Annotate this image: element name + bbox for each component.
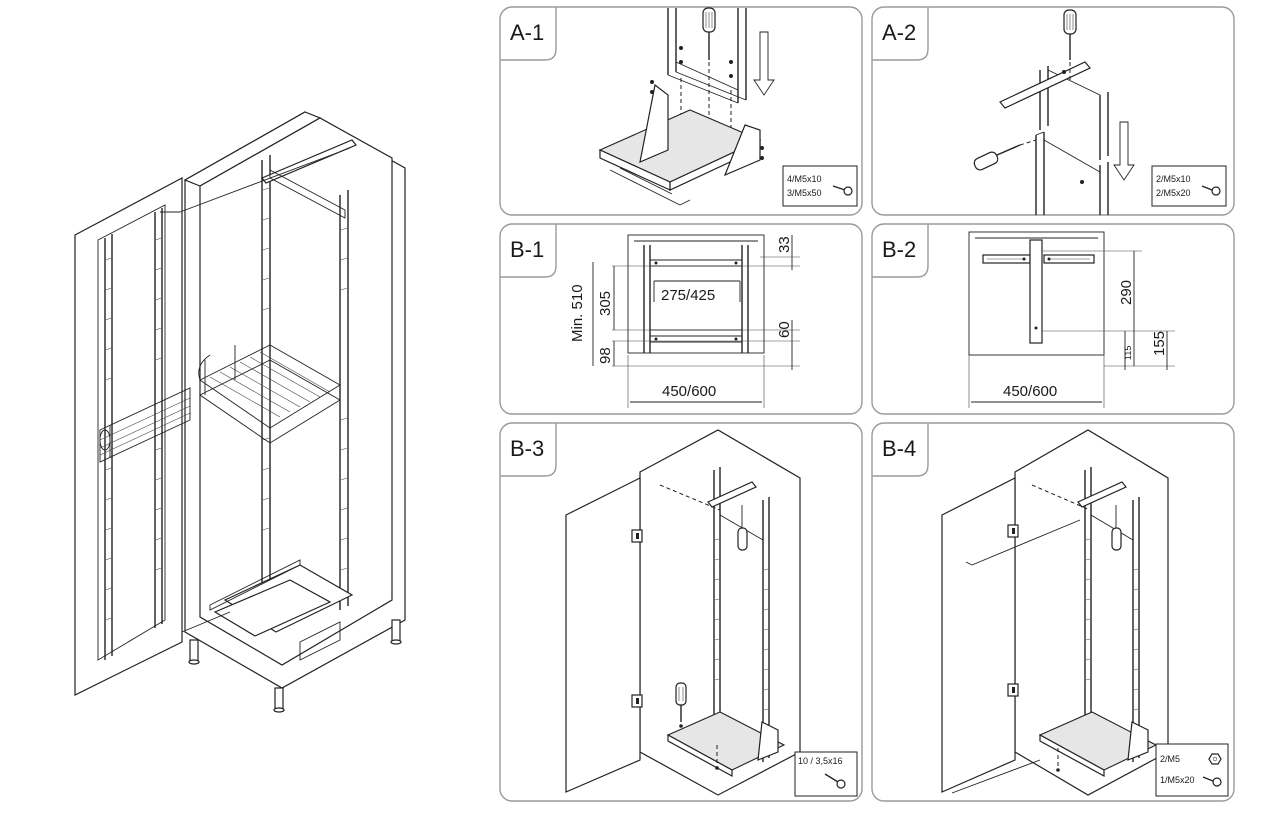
door-basket xyxy=(99,385,191,463)
panel-a2: A-2 xyxy=(871,6,1235,216)
b1-dim-275-425: 275/425 xyxy=(661,287,715,304)
door-rail-holes xyxy=(105,237,162,621)
b2-dim-290: 290 xyxy=(1118,280,1135,305)
b1-dim-305: 305 xyxy=(597,291,614,316)
frame-holes xyxy=(262,187,348,571)
b4-frame-holes xyxy=(1085,538,1139,711)
b4-hardware-box: 2/M5 1/M5x20 xyxy=(1155,743,1229,797)
panel-a1: A-1 xyxy=(499,6,863,216)
panel-a1-label: A-1 xyxy=(510,20,544,45)
screw-icon xyxy=(1201,185,1221,196)
b4-hardware-line-1: 2/M5 xyxy=(1160,754,1180,764)
a1-hardware-line-2: 3/M5x50 xyxy=(787,188,822,198)
panel-b4-label: B-4 xyxy=(882,436,916,461)
b4-hardware-line-2: 1/M5x20 xyxy=(1160,775,1195,785)
screwdriver-icon xyxy=(973,144,1021,171)
panel-b1-label: B-1 xyxy=(510,237,544,262)
screw-icon xyxy=(832,185,853,196)
screwdriver-icon xyxy=(1063,9,1077,60)
panel-b2-label: B-2 xyxy=(882,237,916,262)
screwdriver-icon xyxy=(737,505,748,551)
b1-dim-min-510: Min. 510 xyxy=(569,284,586,342)
a2-hardware-line-1: 2/M5x10 xyxy=(1156,174,1191,184)
b3-frame-holes xyxy=(714,538,769,711)
a2-hardware-line-2: 2/M5x20 xyxy=(1156,188,1191,198)
panel-b4: B-4 xyxy=(871,422,1235,802)
nut-icon xyxy=(1208,753,1222,765)
panel-b2: B-2 290 155 115 450/600 xyxy=(871,223,1235,415)
b3-hardware-box: 10 / 3,5x16 xyxy=(794,751,858,797)
arrow-down-icon xyxy=(1113,121,1135,181)
a2-hardware-box: 2/M5x10 2/M5x20 xyxy=(1151,165,1227,207)
b3-hardware-line-1: 10 / 3,5x16 xyxy=(798,756,843,766)
panel-a2-label: A-2 xyxy=(882,20,916,45)
a1-hardware-line-1: 4/M5x10 xyxy=(787,174,822,184)
b2-dim-115: 115 xyxy=(1123,346,1133,360)
b1-dim-98: 98 xyxy=(597,347,614,364)
panel-b3-label: B-3 xyxy=(510,436,544,461)
b1-dim-450-600: 450/600 xyxy=(662,383,716,400)
screwdriver-icon xyxy=(675,682,687,722)
arrow-down-icon xyxy=(753,31,775,96)
b2-dim-450-600: 450/600 xyxy=(1003,383,1057,400)
screwdriver-icon xyxy=(1111,505,1122,551)
screw-icon xyxy=(824,773,846,789)
b2-dim-155: 155 xyxy=(1151,331,1168,356)
frame-basket xyxy=(198,344,341,444)
panel-b1: B-1 33 275/425 305 xyxy=(499,223,863,415)
panel-b3: B-3 xyxy=(499,422,863,802)
screw-icon xyxy=(1202,776,1222,787)
a1-hardware-box: 4/M5x10 3/M5x50 xyxy=(782,165,858,207)
overview-cabinet-illustration xyxy=(74,111,406,713)
b1-dim-33: 33 xyxy=(776,236,793,253)
screwdriver-icon xyxy=(702,7,716,60)
b1-dim-60: 60 xyxy=(776,321,793,338)
